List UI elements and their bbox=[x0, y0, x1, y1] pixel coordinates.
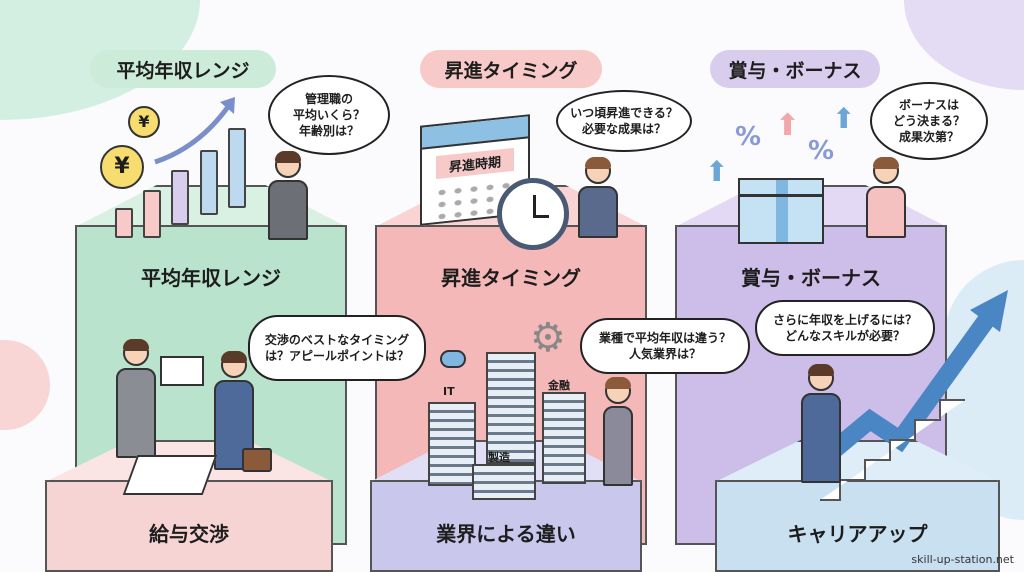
speech-bubble-industry: 業種で平均年収は違う？ 人気業界は？ bbox=[580, 318, 750, 374]
percent-icon: % bbox=[735, 122, 762, 152]
building-finance bbox=[542, 392, 586, 484]
building-label-it: IT bbox=[443, 385, 455, 398]
speech-bubble-promotion: いつ頃昇進できる？ 必要な成果は？ bbox=[556, 90, 692, 152]
woman-presenting-figure bbox=[860, 157, 912, 238]
footer-site-url: skill-up-station.net bbox=[911, 553, 1014, 566]
bg-blob-pink bbox=[0, 340, 50, 430]
contract-document-icon bbox=[122, 455, 218, 495]
chart-bar bbox=[200, 150, 218, 215]
bg-blob-purple bbox=[904, 0, 1024, 90]
block-label-negotiation: 給与交渉 bbox=[149, 522, 229, 546]
block-label-promotion: 昇進タイミング bbox=[441, 266, 581, 290]
chart-bar bbox=[228, 128, 246, 208]
block-label-industry: 業界による違い bbox=[436, 522, 576, 546]
briefcase-icon bbox=[242, 448, 272, 472]
speech-bubble-bonus: ボーナスは どう決まる？ 成果次第？ bbox=[870, 82, 988, 160]
woman-thinking-figure bbox=[572, 157, 624, 238]
speech-bubble-salary: 管理職の 平均いくら？ 年齢別は？ bbox=[268, 75, 390, 155]
section-title-salary-range: 平均年収レンジ bbox=[90, 50, 276, 88]
businessman-climbing-figure bbox=[795, 364, 847, 483]
percent-icon: % bbox=[808, 136, 835, 166]
woman-thinking-figure bbox=[598, 377, 638, 486]
businessman-left-figure bbox=[108, 339, 164, 458]
speech-bubble-career: さらに年収を上げるには？ どんなスキルが必要？ bbox=[755, 300, 935, 356]
id-card-icon bbox=[160, 356, 204, 386]
cloud-icon bbox=[440, 350, 466, 368]
calendar-label: 昇進時期 bbox=[436, 147, 514, 180]
up-arrow-icon: ⬆ bbox=[832, 102, 856, 135]
trend-arrow-icon bbox=[154, 97, 235, 165]
block-label-career-up: キャリアアップ bbox=[787, 522, 928, 546]
block-label-bonus: 賞与・ボーナス bbox=[741, 266, 881, 290]
yen-coin-icon: ¥ bbox=[100, 145, 144, 189]
section-title-promotion: 昇進タイミング bbox=[420, 50, 602, 88]
up-arrow-icon: ⬆ bbox=[705, 155, 729, 188]
gift-box-icon bbox=[738, 178, 824, 244]
speech-bubble-negotiation: 交渉のベストなタイミング は？アピールポイントは？ bbox=[248, 315, 426, 381]
building-manufacturing bbox=[472, 464, 536, 500]
businessman-right-figure bbox=[206, 351, 262, 470]
block-negotiation bbox=[45, 480, 333, 572]
building-tall bbox=[486, 352, 536, 464]
section-title-bonus: 賞与・ボーナス bbox=[710, 50, 880, 88]
block-label-salary-range: 平均年収レンジ bbox=[141, 266, 281, 290]
up-arrow-icon: ⬆ bbox=[775, 108, 801, 143]
clock-icon bbox=[497, 178, 569, 250]
chart-bar bbox=[115, 208, 133, 238]
building-label-manufacturing: 製造 bbox=[488, 451, 510, 464]
chart-bar bbox=[143, 190, 161, 238]
chart-bar bbox=[171, 170, 189, 225]
building-it bbox=[428, 402, 476, 486]
yen-coin-icon: ¥ bbox=[128, 106, 160, 138]
building-label-finance: 金融 bbox=[548, 379, 570, 392]
manager-thinking-figure bbox=[262, 151, 314, 240]
gear-icon: ⚙ bbox=[530, 315, 566, 361]
